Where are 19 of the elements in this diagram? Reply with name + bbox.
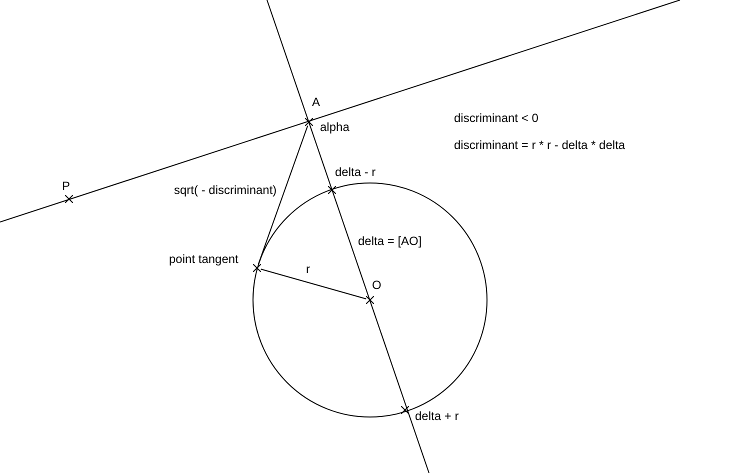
- line-segment: [258, 125, 308, 265]
- point-label: P: [62, 180, 70, 192]
- line-segment: [260, 268, 367, 300]
- annotation-text: discriminant < 0: [454, 112, 538, 124]
- point-mark: [328, 186, 336, 194]
- point-mark: [65, 195, 73, 203]
- point-label: point tangent: [169, 253, 238, 265]
- point-label: A: [312, 96, 320, 108]
- point-label: O: [372, 279, 382, 291]
- point-mark: [401, 406, 409, 414]
- point-mark: [305, 118, 313, 126]
- point-mark: [366, 296, 374, 304]
- point-label: alpha: [320, 121, 350, 133]
- point-label: delta + r: [415, 410, 459, 422]
- annotation-text: delta = [AO]: [358, 235, 422, 247]
- point-label: delta - r: [335, 166, 376, 178]
- point-mark: [253, 264, 261, 272]
- edge-label: sqrt( - discriminant): [174, 184, 277, 196]
- annotation-text: discriminant = r * r - delta * delta: [454, 139, 626, 151]
